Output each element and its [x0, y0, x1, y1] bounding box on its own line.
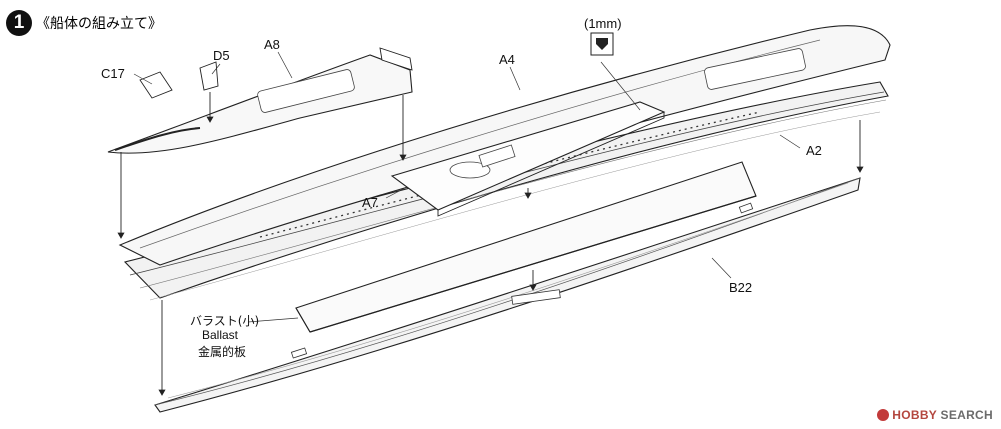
glue-symbol-icon: [590, 32, 614, 56]
glue-note: (1mm): [584, 16, 622, 31]
label-c17: C17: [101, 66, 125, 81]
bow-deck-part: [107, 47, 413, 154]
label-a7: A7: [362, 195, 378, 210]
step-title: 《船体の組み立て》: [36, 16, 162, 32]
label-d5: D5: [213, 48, 230, 63]
lower-hull-part: [154, 177, 861, 413]
watermark-brand: HOBBY: [892, 408, 937, 422]
hobby-search-logo-icon: [877, 409, 890, 421]
leader-lines: [133, 51, 801, 323]
part-c17-shape: [139, 71, 173, 99]
deck-insert-part: [390, 101, 666, 217]
label-b22: B22: [729, 280, 753, 295]
step-number-badge: 1: [6, 10, 32, 36]
ballast-label-material: 金属的板: [198, 345, 247, 359]
assembly-arrows: [117, 92, 864, 396]
ballast-label-jp: バラスト(小): [190, 314, 260, 328]
watermark-suffix: SEARCH: [940, 408, 993, 422]
label-a4: A4: [499, 52, 515, 67]
ballast-label-en: Ballast: [202, 328, 239, 342]
part-d5-shape: [199, 61, 219, 91]
ballast-plate: [295, 161, 757, 333]
label-a8: A8: [264, 37, 280, 52]
watermark: HOBBY SEARCH: [877, 408, 993, 422]
label-a2: A2: [806, 143, 822, 158]
